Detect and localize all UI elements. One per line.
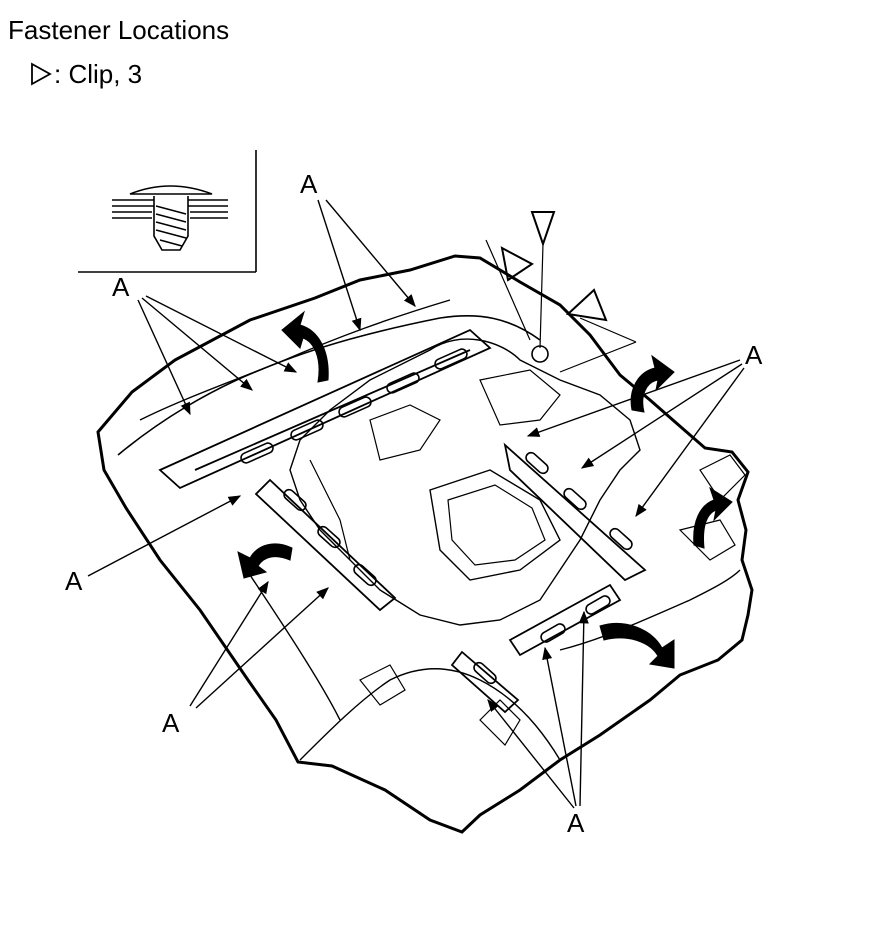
callout-label-a: A bbox=[300, 169, 318, 199]
page-title: Fastener Locations bbox=[8, 15, 230, 45]
pull-direction-arrows bbox=[237, 310, 733, 669]
legend: : Clip, 3 bbox=[30, 58, 142, 90]
legend-text: : Clip, 3 bbox=[54, 59, 143, 89]
clip-triangle-icon bbox=[500, 246, 534, 282]
clip-triangle-icon bbox=[530, 211, 556, 248]
callout-labels: A A A A A A bbox=[65, 169, 763, 838]
clip-triangle-icon bbox=[565, 288, 608, 322]
callout-label-a: A bbox=[112, 272, 130, 302]
callout-label-a: A bbox=[745, 340, 763, 370]
clip-markers bbox=[485, 211, 637, 373]
callout-label-a: A bbox=[65, 566, 83, 596]
callout-label-a: A bbox=[567, 808, 585, 838]
clip-detail-inset bbox=[78, 150, 257, 273]
callout-label-a: A bbox=[162, 708, 180, 738]
clip-strips bbox=[158, 328, 647, 714]
clip-triangle-icon bbox=[31, 62, 52, 86]
callout-leaders bbox=[87, 199, 745, 809]
